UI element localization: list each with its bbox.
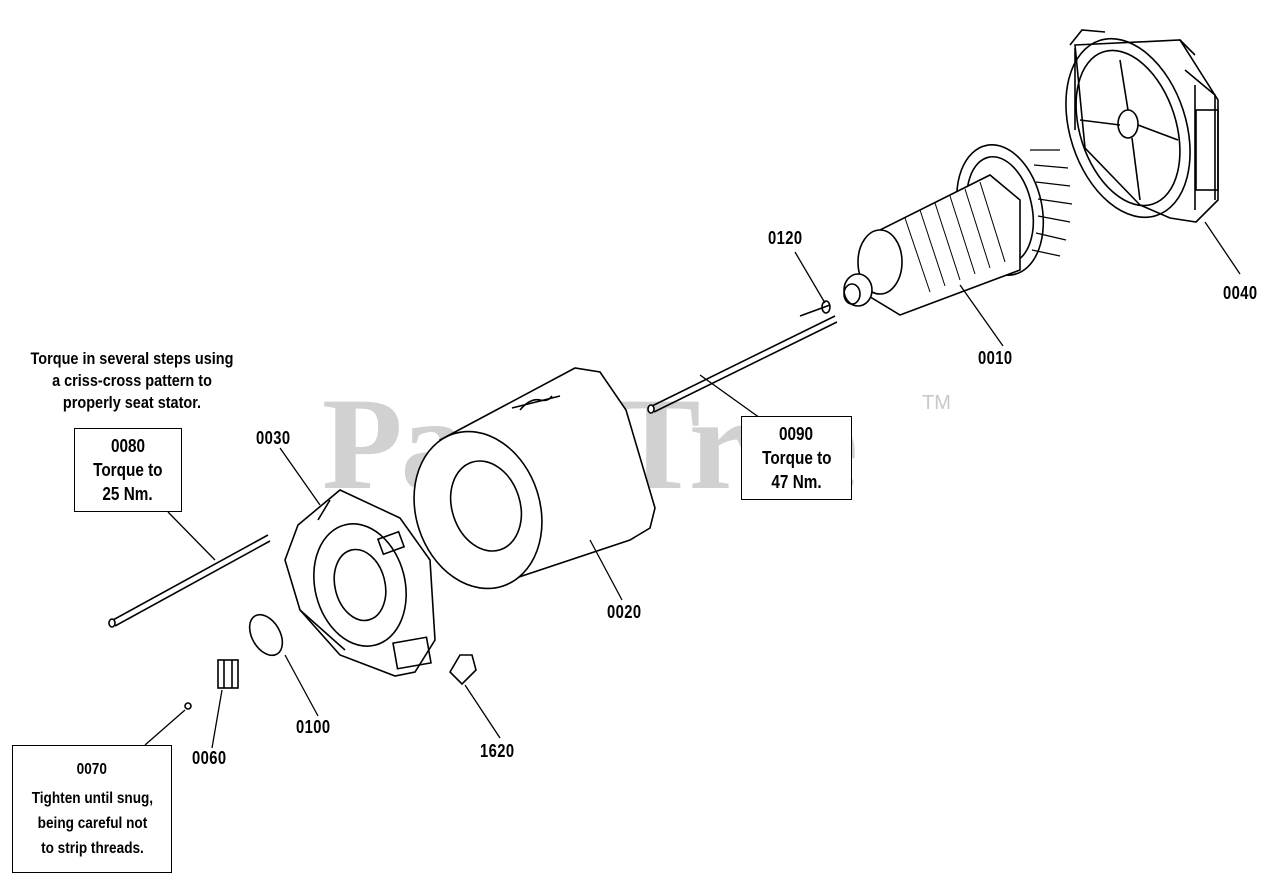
stator-part-drawing (413, 367, 656, 590)
stator-torque-note: Torque in several steps using a criss-cr… (22, 348, 243, 414)
part-label-0060: 0060 (192, 748, 227, 768)
box-text: to strip threads. (40, 840, 144, 857)
box-part-number: 0080 (110, 436, 146, 456)
box-text: Torque to (761, 448, 832, 468)
note-line: a criss-cross pattern to (52, 371, 212, 390)
torque-box-0070: 0070 Tighten until snug, being careful n… (12, 745, 172, 873)
part-label-1620: 1620 (480, 741, 515, 761)
part-label-0120: 0120 (768, 228, 803, 248)
box-part-number: 0070 (76, 761, 108, 778)
box-text: being careful not (37, 815, 147, 832)
part-label-0030: 0030 (256, 428, 291, 448)
clip-part-drawing (448, 654, 477, 686)
rotor-part-drawing (799, 144, 1073, 317)
end-bell-part-drawing (284, 489, 436, 677)
box-text: 25 Nm. (102, 484, 154, 504)
torque-box-0080: 0080 Torque to 25 Nm. (74, 428, 182, 512)
leader-lines (144, 221, 1241, 749)
o-ring-part-drawing (248, 613, 284, 657)
small-screw-drawing (184, 702, 192, 710)
box-text: 47 Nm. (771, 472, 822, 492)
part-label-0020: 0020 (607, 602, 642, 622)
long-bolt-0090-drawing (647, 315, 838, 414)
note-line: properly seat stator. (62, 393, 202, 412)
box-part-number: 0090 (779, 424, 814, 444)
part-label-0010: 0010 (978, 348, 1013, 368)
torque-box-0090: 0090 Torque to 47 Nm. (741, 416, 852, 500)
washer-part-drawing (821, 300, 831, 314)
trademark-mark: TM (922, 392, 951, 414)
rear-housing-part-drawing (1065, 29, 1219, 223)
box-text: Tighten until snug, (31, 790, 153, 807)
long-bolt-0080-drawing (108, 534, 271, 628)
part-label-0100: 0100 (296, 717, 331, 737)
bracket-part-drawing (217, 659, 239, 689)
note-line: Torque in several steps using (30, 349, 234, 368)
box-text: Torque to (93, 460, 163, 480)
part-label-0040: 0040 (1223, 283, 1258, 303)
